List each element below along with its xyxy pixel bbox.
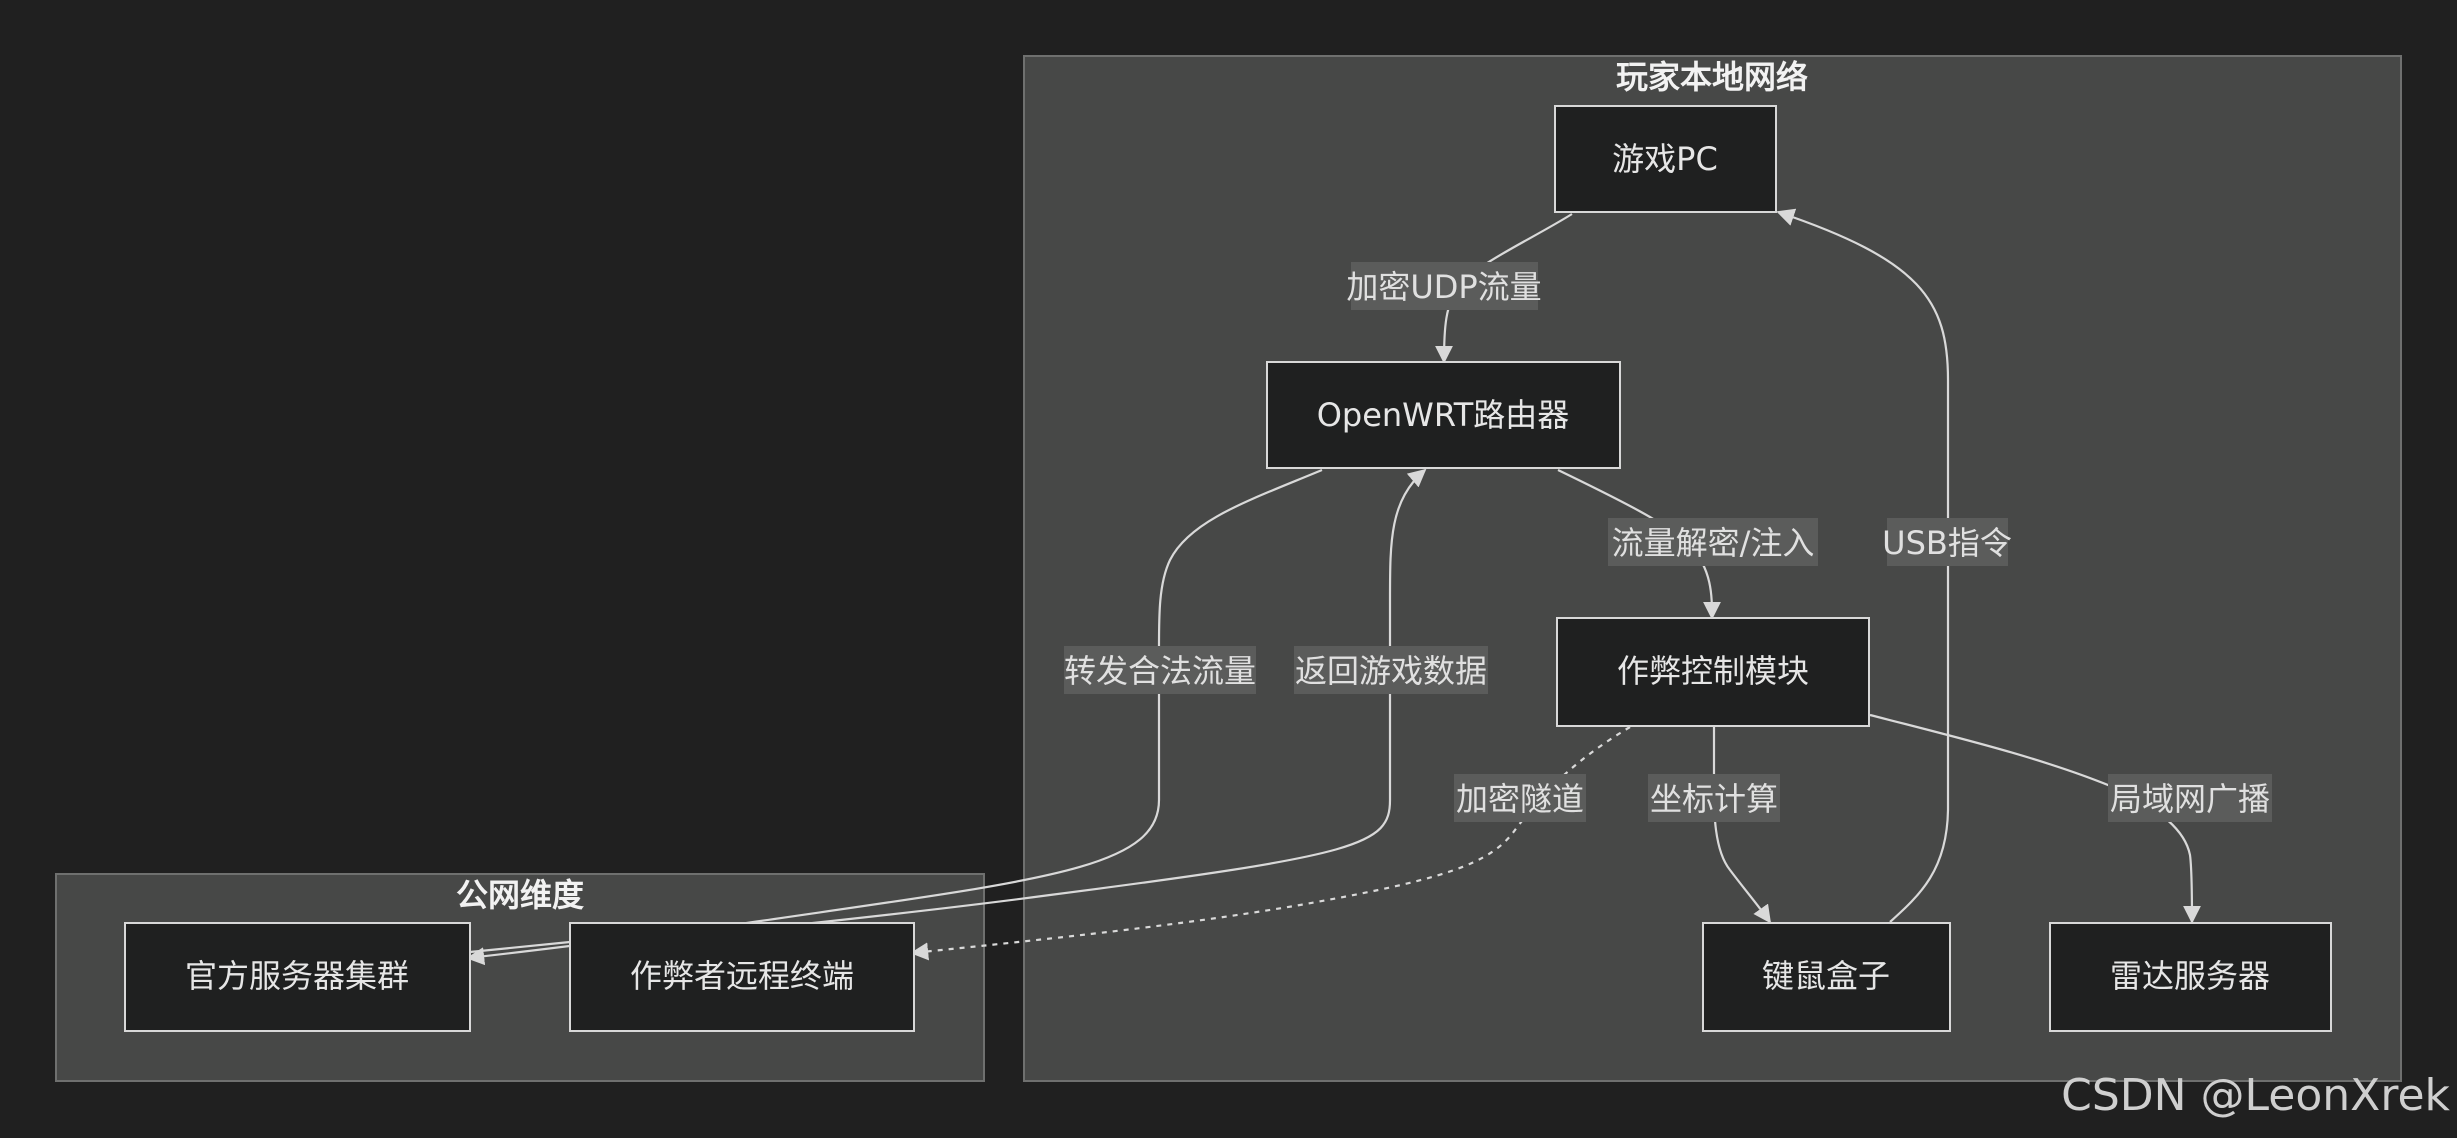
edge-official-remote: [469, 940, 571, 954]
cluster-local-network: 玩家本地网络: [1023, 55, 2402, 1082]
cluster-local-title: 玩家本地网络: [1616, 58, 1808, 96]
node-official-server-cluster[interactable]: 官方服务器集群: [124, 922, 471, 1032]
node-openwrt-router[interactable]: OpenWRT路由器: [1266, 361, 1621, 469]
nodes: 游戏PC OpenWRT路由器 作弊控制模块 键鼠盒子 雷达服务器 官方服务器集…: [124, 105, 2332, 1032]
label-remote-router: 返回游戏数据: [1294, 646, 1488, 694]
label-router-cheat: 流量解密/注入: [1608, 518, 1818, 566]
label-kvm-pc: USB指令: [1882, 518, 2012, 566]
node-radar-server[interactable]: 雷达服务器: [2049, 922, 2332, 1032]
svg-text:转发合法流量: 转发合法流量: [1064, 652, 1256, 690]
edge-kvm-pc: [1776, 208, 1950, 923]
node-cheater-remote-terminal-label: 作弊者远程终端: [630, 957, 854, 995]
svg-text:返回游戏数据: 返回游戏数据: [1295, 652, 1487, 690]
node-cheat-control-module[interactable]: 作弊控制模块: [1556, 617, 1870, 727]
svg-text:流量解密/注入: 流量解密/注入: [1612, 524, 1815, 562]
svg-text:局域网广播: 局域网广播: [2110, 780, 2270, 818]
label-router-official: 转发合法流量: [1064, 646, 1256, 694]
cluster-public-title: 公网维度: [456, 876, 584, 914]
node-game-pc-label: 游戏PC: [1612, 140, 1718, 178]
label-pc-router: 加密UDP流量: [1346, 262, 1542, 310]
label-cheat-kvm: 坐标计算: [1648, 774, 1780, 822]
node-kvm-box-label: 键鼠盒子: [1762, 957, 1890, 995]
label-cheat-remote: 加密隧道: [1454, 774, 1586, 822]
node-radar-server-label: 雷达服务器: [2110, 957, 2270, 995]
node-game-pc[interactable]: 游戏PC: [1554, 105, 1777, 213]
node-openwrt-router-label: OpenWRT路由器: [1317, 396, 1570, 434]
node-kvm-box[interactable]: 键鼠盒子: [1702, 922, 1951, 1032]
svg-text:加密隧道: 加密隧道: [1456, 780, 1584, 818]
svg-text:坐标计算: 坐标计算: [1650, 780, 1778, 818]
node-cheat-control-module-label: 作弊控制模块: [1617, 652, 1809, 690]
svg-text:加密UDP流量: 加密UDP流量: [1346, 268, 1541, 306]
label-cheat-radar: 局域网广播: [2108, 774, 2272, 822]
svg-text:USB指令: USB指令: [1882, 524, 2012, 562]
edge-labels: 加密UDP流量 流量解密/注入 USB指令 转发合法流量 返回游戏数据 加密隧道…: [1064, 262, 2272, 822]
watermark-text: CSDN @LeonXrek: [2061, 1070, 2450, 1121]
node-official-server-cluster-label: 官方服务器集群: [185, 957, 409, 995]
node-cheater-remote-terminal[interactable]: 作弊者远程终端: [569, 922, 915, 1032]
